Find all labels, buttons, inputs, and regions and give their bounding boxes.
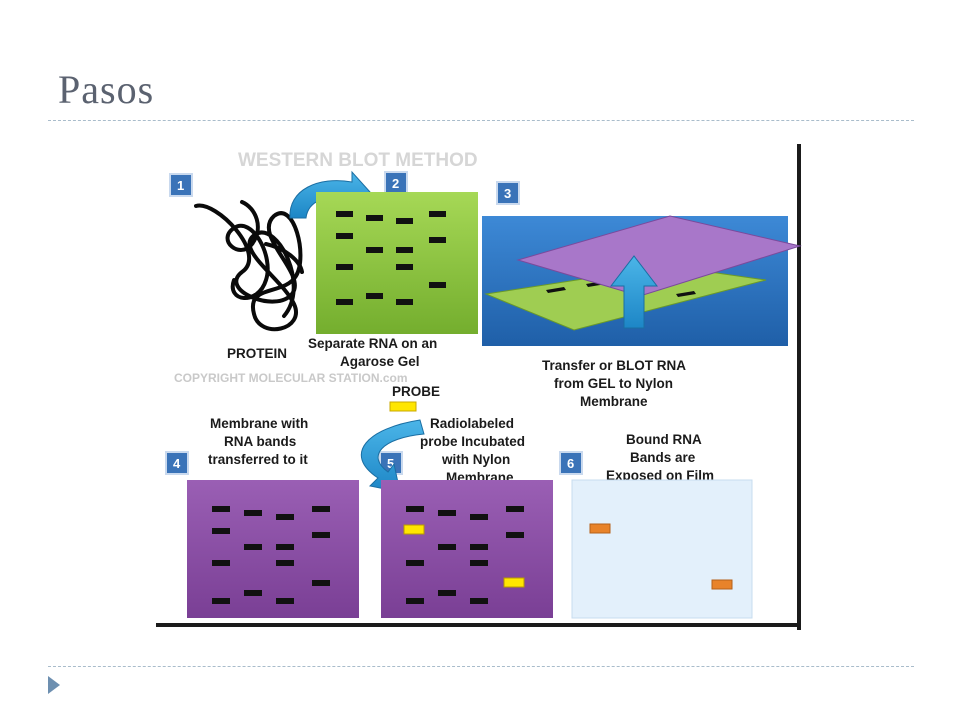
step-4-label-line-3: transferred to it — [208, 452, 308, 467]
step-6-label-line-1: Bound RNA — [626, 432, 702, 447]
step-number-1: 1 — [177, 178, 184, 193]
nylon-membrane-4 — [187, 480, 359, 618]
step-number-3: 3 — [504, 186, 511, 201]
film-bands — [589, 523, 733, 590]
step-6-label-line-2: Bands are — [630, 450, 696, 465]
gel-bands — [336, 211, 446, 305]
step-2-label-line-1: Separate RNA on an — [308, 336, 437, 351]
nylon-membrane-sheet — [516, 215, 802, 297]
step-number-4: 4 — [173, 456, 181, 471]
step-3-label-line-2: from GEL to Nylon — [554, 376, 673, 391]
x-ray-film — [571, 479, 753, 619]
step-badge-4: 4 — [165, 451, 189, 475]
step-1-label: PROTEIN — [227, 346, 287, 361]
step-number-5: 5 — [387, 456, 394, 471]
protein-strand-icon — [194, 200, 304, 332]
step-badge-6: 6 — [559, 451, 583, 475]
probe-label: PROBE — [392, 384, 440, 399]
step-badge-1: 1 — [169, 173, 193, 197]
step-badge-2: 2 — [384, 171, 408, 195]
copyright-watermark: COPYRIGHT MOLECULAR STATION.com — [174, 371, 408, 385]
step-5-label-line-3: with Nylon — [441, 452, 510, 467]
step-4-label-line-2: RNA bands — [224, 434, 296, 449]
step-3-label-line-1: Transfer or BLOT RNA — [542, 358, 686, 373]
step-3-label-line-3: Membrane — [580, 394, 648, 409]
step-4-label-line-1: Membrane with — [210, 416, 308, 431]
step-number-6: 6 — [567, 456, 574, 471]
bullet-arrow-icon — [48, 676, 60, 694]
transfer-up-arrow-icon — [609, 255, 659, 329]
step-5-label-line-2: probe Incubated — [420, 434, 525, 449]
step-badge-3: 3 — [496, 181, 520, 205]
step-2-label-line-2: Agarose Gel — [340, 354, 420, 369]
title-divider — [48, 120, 914, 121]
footer-divider — [48, 666, 914, 667]
figure-title: WESTERN BLOT METHOD — [238, 150, 478, 171]
membrane-4-bands — [212, 506, 330, 604]
slide-title: Pasos — [58, 67, 155, 112]
nylon-membrane-5 — [381, 480, 553, 618]
step-5-label-line-1: Radiolabeled — [430, 416, 514, 431]
step-number-2: 2 — [392, 176, 399, 191]
probe-bound-bands — [403, 524, 525, 588]
membrane-5-bands — [406, 506, 524, 604]
western-blot-figure: WESTERN BLOT METHOD 1 2 3 4 5 6 — [156, 144, 804, 630]
step-6-label-line-3: Exposed on Film — [606, 468, 714, 483]
probe-marker — [389, 401, 417, 412]
